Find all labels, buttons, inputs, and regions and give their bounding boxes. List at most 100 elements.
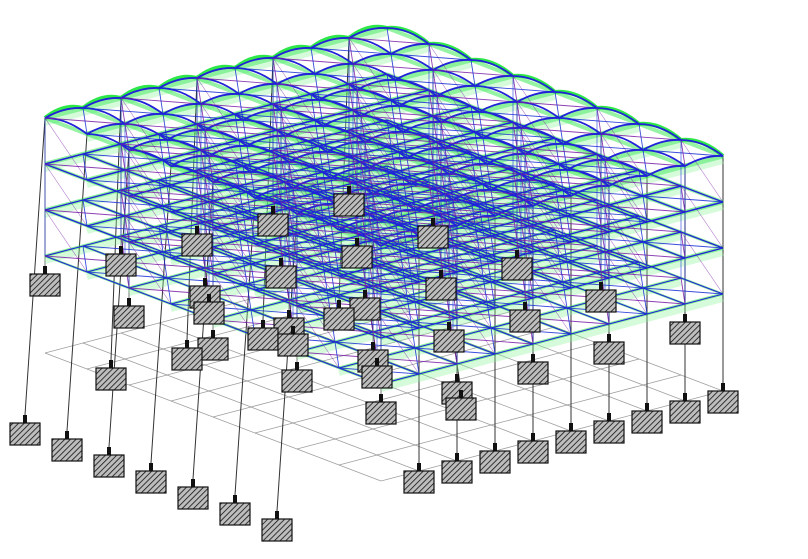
- diagonal-brace: [280, 155, 286, 183]
- chord: [288, 253, 332, 271]
- ground-tie: [334, 438, 378, 456]
- chord: [376, 311, 420, 329]
- web-member: [680, 139, 724, 203]
- footing-stub: [683, 314, 687, 322]
- diagonal-brace: [348, 37, 354, 65]
- web-member: [364, 187, 408, 251]
- support-column: [276, 213, 298, 512]
- footing: [265, 265, 297, 289]
- top-chord-arch: [642, 139, 682, 151]
- ground-tie: [604, 394, 648, 412]
- deformation-band: [170, 73, 514, 169]
- chord: [390, 145, 434, 163]
- diagonal-brace: [318, 237, 324, 265]
- web-member: [364, 141, 408, 205]
- footing: [365, 401, 397, 425]
- chord: [532, 287, 572, 299]
- footing-stub: [295, 362, 299, 370]
- chord: [284, 181, 328, 199]
- chord: [124, 169, 168, 187]
- chord: [348, 129, 392, 147]
- diagonal-brace: [368, 167, 374, 195]
- web-member: [432, 115, 476, 179]
- diagonal-brace: [310, 47, 316, 75]
- chord: [322, 263, 366, 281]
- chord: [566, 215, 610, 233]
- footing: [509, 309, 541, 333]
- chord: [314, 119, 358, 137]
- chord: [292, 279, 336, 297]
- chord: [170, 201, 210, 213]
- chord: [310, 93, 354, 111]
- ground-tie: [322, 350, 362, 362]
- web-member: [196, 123, 240, 187]
- deformation-band: [338, 234, 682, 330]
- diagonal-brace: [394, 79, 400, 107]
- diagonal-brace: [410, 229, 416, 257]
- diagonal-brace: [196, 169, 202, 197]
- web-member: [372, 239, 416, 303]
- diagonal-brace: [250, 171, 256, 199]
- diagonal-brace: [352, 109, 358, 137]
- chord: [208, 201, 252, 219]
- top-chord-arch: [680, 139, 724, 157]
- diagonal-brace: [638, 215, 644, 243]
- chord: [124, 159, 164, 171]
- web-member: [604, 251, 648, 315]
- chord: [212, 263, 252, 275]
- perimeter-footing: [323, 307, 355, 331]
- chord: [44, 163, 88, 181]
- diagonal-brace: [322, 217, 328, 245]
- web-member: [360, 207, 404, 271]
- chord: [128, 287, 172, 305]
- chord: [528, 261, 568, 273]
- footing: [333, 193, 365, 217]
- ground-tie: [524, 388, 568, 406]
- web-member: [356, 135, 400, 199]
- web-member: [348, 37, 392, 101]
- diagonal-brace: [516, 147, 522, 175]
- ground-tie: [120, 332, 164, 350]
- top-chord-arch: [86, 123, 126, 135]
- diagonal-brace: [364, 187, 370, 215]
- diagonal-brace: [470, 105, 476, 133]
- ground-tie: [410, 408, 450, 420]
- chord: [200, 195, 244, 213]
- web-member: [604, 159, 648, 223]
- ground-tie: [642, 384, 686, 402]
- diagonal-brace: [428, 89, 434, 117]
- chord: [238, 185, 282, 203]
- ground-tie: [566, 394, 606, 406]
- chord: [600, 215, 640, 227]
- chord: [394, 125, 438, 143]
- perimeter-footing: [517, 440, 549, 464]
- diagonal-brace: [642, 195, 648, 223]
- footing-stub: [347, 186, 351, 194]
- chord: [452, 291, 496, 309]
- top-chord-arch: [352, 53, 392, 65]
- chord: [448, 311, 492, 329]
- diagonal-brace: [432, 115, 438, 143]
- web-member: [680, 185, 724, 249]
- perimeter-footing: [219, 502, 251, 526]
- diagonal-brace: [166, 231, 172, 259]
- top-chord-arch: [474, 75, 514, 87]
- chord: [558, 199, 598, 211]
- chord: [428, 89, 472, 107]
- ground-tie: [44, 352, 88, 370]
- chord: [166, 267, 206, 279]
- web-member: [352, 63, 396, 127]
- diagonal-brace: [158, 133, 164, 161]
- chord: [334, 285, 374, 297]
- chord: [204, 211, 244, 223]
- diagonal-brace: [372, 239, 378, 267]
- diagonal-brace: [386, 119, 392, 147]
- chord: [280, 191, 320, 203]
- chord: [318, 145, 362, 163]
- footing-stub: [455, 374, 459, 382]
- web-member: [432, 69, 476, 133]
- diagonal-brace: [680, 185, 686, 213]
- chord: [318, 135, 358, 147]
- web-member: [356, 89, 400, 153]
